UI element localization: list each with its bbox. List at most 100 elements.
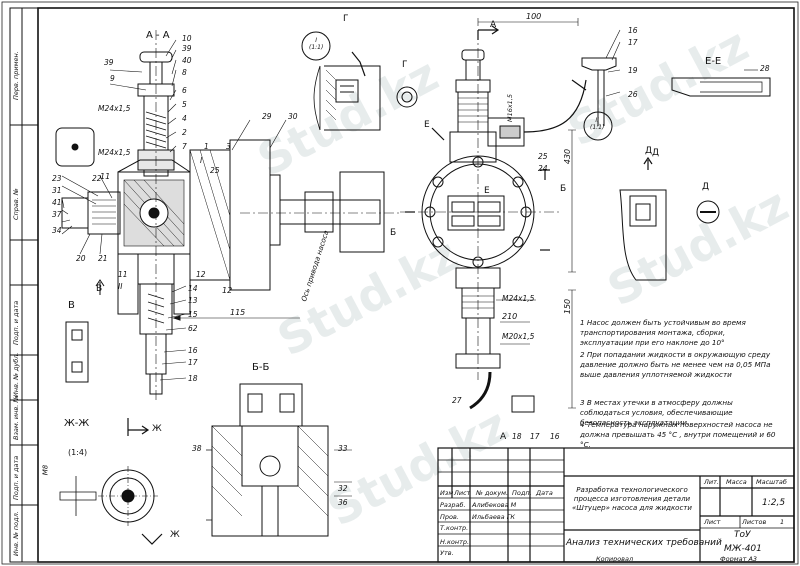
dimension-150: 150 bbox=[563, 298, 573, 315]
position-number: 62 bbox=[188, 324, 198, 333]
side-label: Взам. инв. № bbox=[12, 396, 20, 440]
tb-scale-label: Масштаб bbox=[756, 478, 787, 486]
position-number: 16 bbox=[628, 26, 638, 35]
position-number: 14 bbox=[188, 284, 198, 293]
section-bb-title: Б-Б bbox=[252, 362, 270, 373]
side-label: Справ. № bbox=[12, 188, 20, 220]
position-number: 6 bbox=[182, 86, 187, 95]
detail-ii-drawing bbox=[583, 111, 720, 281]
position-number: 30 bbox=[288, 112, 298, 121]
position-number: II bbox=[118, 282, 123, 291]
position-number: 3 bbox=[226, 142, 231, 151]
detail-16-19-drawing bbox=[581, 29, 621, 126]
position-number: 23 bbox=[52, 174, 62, 183]
position-number: 11 bbox=[118, 270, 128, 279]
technical-note: 4 Температура наружных поверхностей насо… bbox=[580, 420, 776, 450]
section-letter: А bbox=[500, 432, 507, 442]
position-number: 18 bbox=[512, 432, 522, 441]
position-number: 25 bbox=[210, 166, 220, 175]
tb-role: Пров. bbox=[440, 513, 459, 521]
thread-m24-2: М24х1,5 bbox=[98, 148, 131, 157]
tb-header-sign: Подп. bbox=[512, 489, 532, 497]
dimension-430: 430 bbox=[563, 148, 573, 165]
tb-sheets-value: 1 bbox=[780, 518, 785, 526]
view-g-drawing bbox=[396, 86, 418, 108]
position-number: 34 bbox=[52, 226, 62, 235]
tb-subtitle: Анализ технических требований bbox=[566, 538, 722, 548]
technical-note: 2 При попадании жидкости в окружающую ср… bbox=[580, 350, 771, 380]
detail-i-label: I (1:1) bbox=[309, 37, 324, 51]
position-number: 28 bbox=[760, 64, 770, 73]
tb-code-line1: ТоУ bbox=[734, 530, 751, 540]
section-zhzh-drawing bbox=[59, 466, 158, 526]
view-v-drawing bbox=[65, 279, 105, 383]
side-label: Подп. и дата bbox=[12, 301, 20, 345]
section-letter: Е bbox=[424, 120, 430, 130]
thread-m8: М8 bbox=[41, 464, 50, 476]
position-number: 15 bbox=[188, 310, 198, 319]
view-d-label: Д bbox=[702, 182, 710, 192]
position-number: 26 bbox=[628, 90, 638, 99]
section-ee-drawing bbox=[671, 69, 771, 97]
position-number: I bbox=[200, 156, 203, 165]
front-view-drawing bbox=[400, 18, 587, 413]
section-ee-title: Е-Е bbox=[705, 56, 722, 67]
tb-name: Ильбаева ГК bbox=[472, 513, 515, 521]
tb-format: Формат А3 bbox=[720, 555, 758, 563]
dimension-210: 210 bbox=[502, 312, 518, 321]
position-number: 20 bbox=[76, 254, 86, 263]
technical-note: 1 Насос должен быть устойчивым во время … bbox=[580, 318, 746, 348]
section-g-title: Г bbox=[343, 14, 349, 24]
technical-note: 3 В местах утечки в атмосферу должны соб… bbox=[580, 398, 733, 428]
position-number: 29 bbox=[262, 112, 272, 121]
position-number: 24 bbox=[538, 164, 548, 173]
tb-role: Н.контр. bbox=[440, 538, 470, 546]
detail-ii-label: II (1:1) bbox=[590, 117, 605, 131]
section-letter: Ж bbox=[152, 424, 162, 434]
dimension-12: 12 bbox=[222, 286, 233, 295]
tb-scale-value: 1:2,5 bbox=[762, 498, 786, 508]
position-number: 8 bbox=[182, 68, 187, 77]
dimension-100: 100 bbox=[526, 12, 542, 21]
drawing-frame bbox=[37, 7, 795, 563]
tb-role: Утв. bbox=[440, 549, 454, 557]
position-number: 25 bbox=[538, 152, 548, 161]
thread-m16: М16х1,5 bbox=[506, 93, 515, 123]
thread-m24-3: М24х1,5 bbox=[502, 294, 535, 303]
position-number: 37 bbox=[52, 210, 62, 219]
section-letter: А bbox=[490, 20, 497, 30]
position-number: 2 bbox=[182, 128, 187, 137]
position-number: 39 bbox=[182, 44, 192, 53]
thread-m24-1: М24х1,5 bbox=[98, 104, 131, 113]
position-number: 16 bbox=[550, 432, 560, 441]
position-number: 27 bbox=[452, 396, 462, 405]
position-number: 40 bbox=[182, 56, 192, 65]
flange-square-detail bbox=[55, 127, 95, 167]
tb-code-line2: МЖ-401 bbox=[724, 544, 762, 554]
section-letter: В bbox=[96, 284, 103, 294]
side-strip bbox=[9, 7, 39, 563]
section-aa-title: А - А bbox=[146, 30, 170, 41]
position-number: 12 bbox=[196, 270, 206, 279]
position-number: 39 bbox=[104, 58, 114, 67]
thread-m20: М20х1,5 bbox=[502, 332, 535, 341]
section-letter: Б bbox=[560, 184, 567, 194]
position-number: 19 bbox=[628, 66, 638, 75]
tb-header-date: Дата bbox=[536, 489, 553, 497]
position-number: 21 bbox=[98, 254, 108, 263]
side-label: Инв. № дубл. bbox=[12, 353, 20, 397]
section-letter: Ж bbox=[170, 530, 180, 540]
side-label: Подп. и дата bbox=[12, 456, 20, 500]
section-letter: Е bbox=[484, 186, 490, 196]
tb-header-list: Лист bbox=[454, 489, 471, 497]
position-number: 31 bbox=[52, 186, 62, 195]
tb-sheet-label: Лист bbox=[704, 518, 721, 526]
view-g-label: Г bbox=[402, 60, 408, 70]
position-number: 5 bbox=[182, 100, 187, 109]
tb-copied: Копировал bbox=[596, 555, 634, 563]
section-aa-drawing bbox=[61, 30, 400, 400]
section-arrows bbox=[127, 25, 653, 545]
section-zhzh-scale: (1:4) bbox=[68, 448, 88, 457]
tb-role: Разраб. bbox=[440, 501, 466, 509]
